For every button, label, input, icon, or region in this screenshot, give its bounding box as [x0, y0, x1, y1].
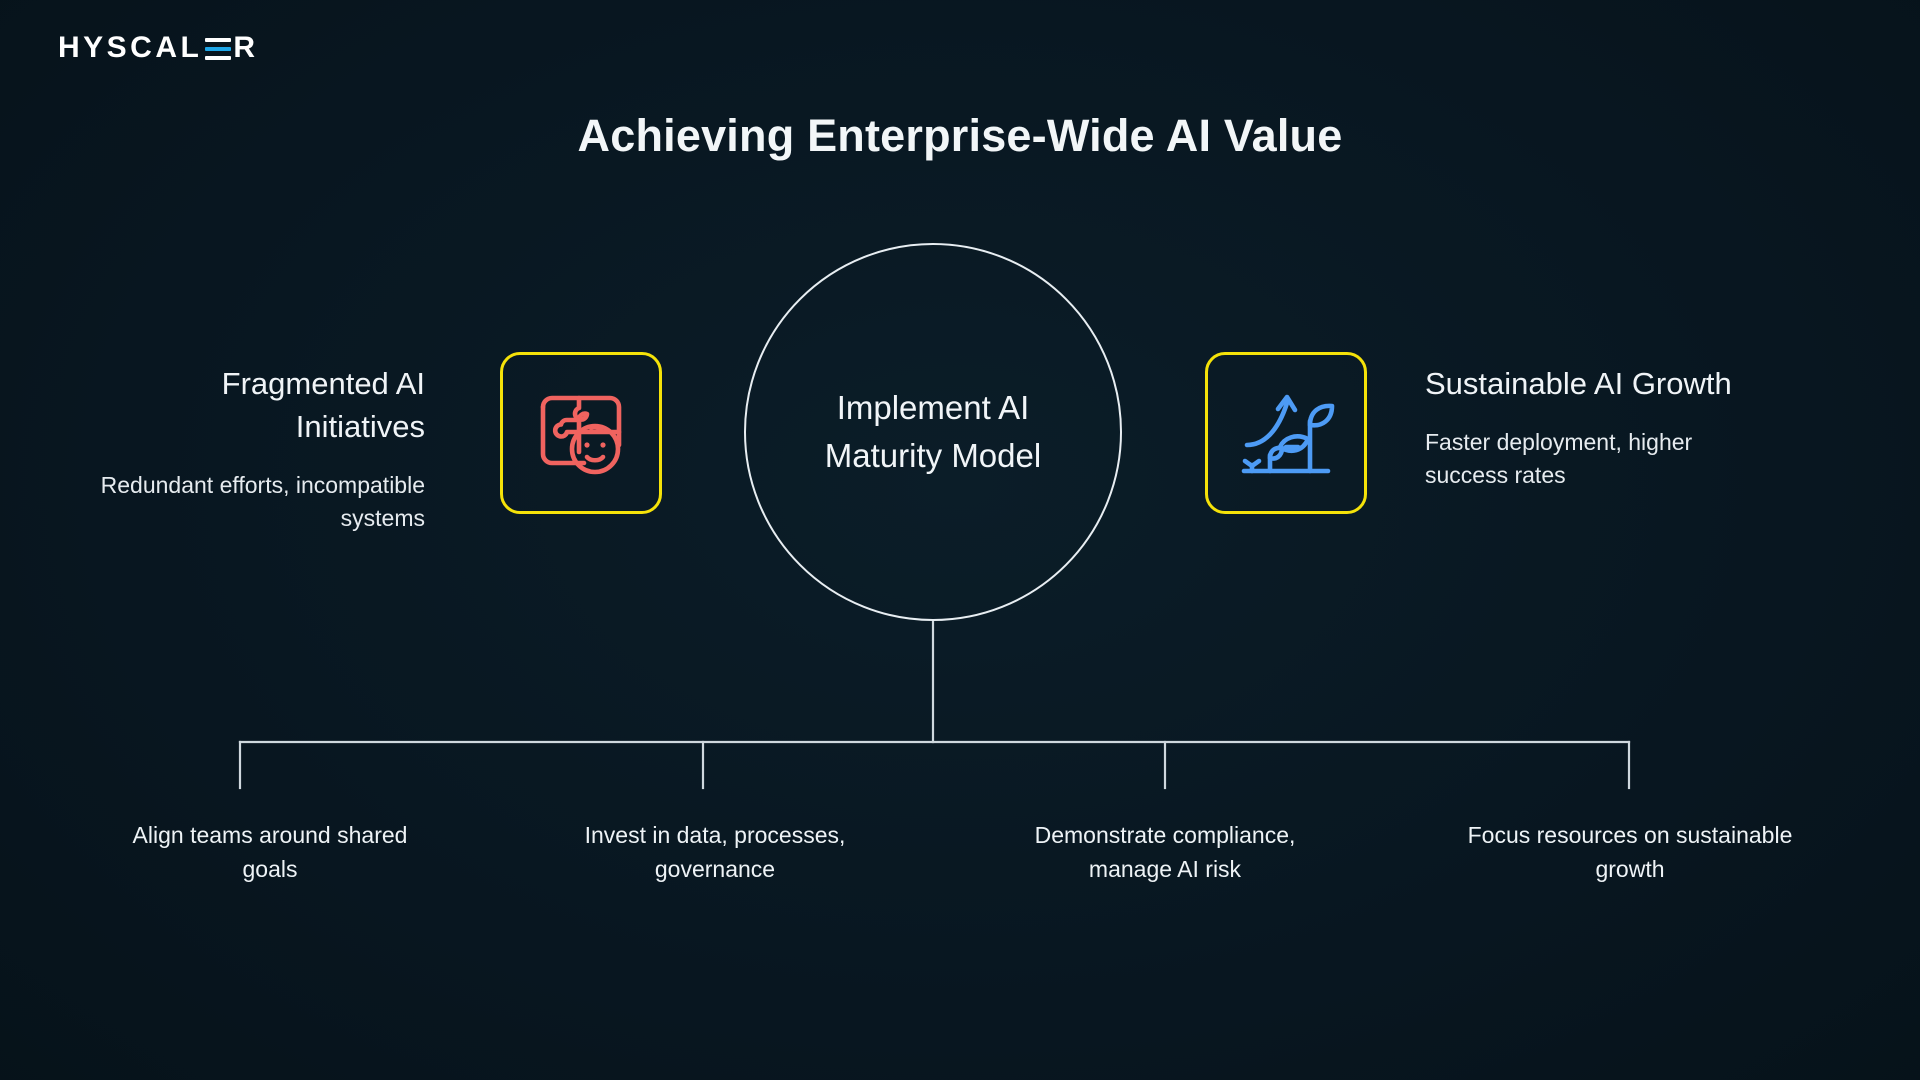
center-node-line2: Maturity Model	[824, 437, 1042, 474]
brand-name-part1: HYSCAL	[58, 31, 203, 64]
right-subtext: Faster deployment, higher success rates	[1425, 428, 1693, 489]
center-node-line1: Implement AI	[836, 389, 1030, 427]
brand-logo: HYSCAL R	[58, 33, 259, 63]
left-problem-block: Fragmented AI Initiatives Redundant effo…	[95, 363, 425, 535]
puzzle-face-icon-tile	[500, 352, 662, 514]
branch-label: Invest in data, processes, governance	[584, 822, 846, 883]
left-heading: Fragmented AI Initiatives	[221, 366, 425, 444]
left-subtext: Redundant efforts, incompatible systems	[100, 471, 425, 531]
logo-e-glyph-icon	[205, 38, 232, 60]
plant-growth-icon-tile	[1205, 352, 1367, 514]
right-heading: Sustainable AI Growth	[1425, 366, 1732, 401]
branch-label: Demonstrate compliance, manage AI risk	[1034, 822, 1296, 883]
brand-name-part2: R	[233, 31, 259, 64]
puzzle-face-icon	[540, 395, 622, 475]
right-benefit-block: Sustainable AI Growth Faster deployment,…	[1425, 363, 1755, 492]
branch-label: Align teams around shared goals	[132, 822, 408, 883]
branch-label: Focus resources on sustainable growth	[1467, 822, 1793, 883]
center-node-label: Implement AI Maturity Model	[773, 384, 1093, 480]
center-node: Implement AI Maturity Model	[744, 243, 1122, 621]
plant-growth-arrow-icon	[1241, 394, 1335, 474]
page-title: Achieving Enterprise-Wide AI Value	[577, 110, 1343, 161]
